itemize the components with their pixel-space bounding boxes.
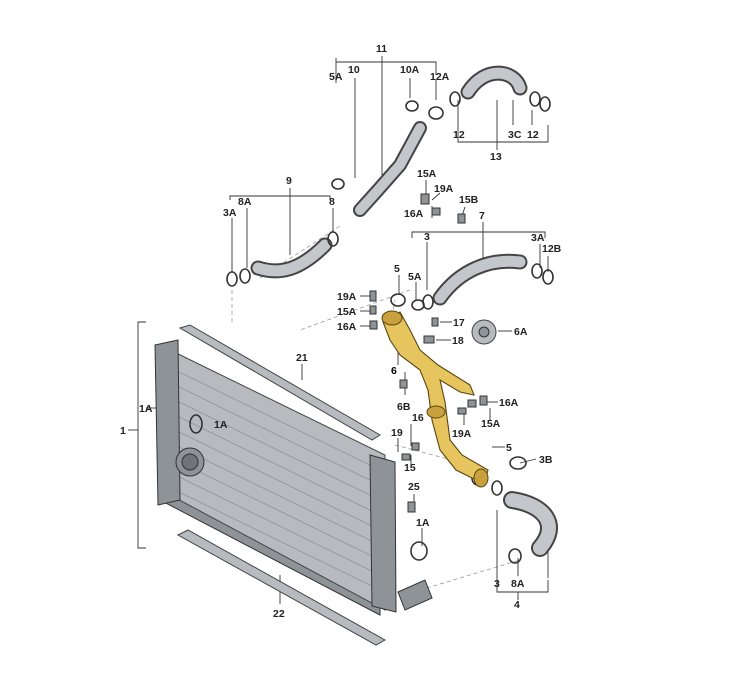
fasteners <box>189 193 488 561</box>
callout-3c: 3C <box>508 129 522 141</box>
callout-16: 16 <box>412 412 424 424</box>
callout-1a-lower: 1A <box>416 517 430 529</box>
callout-12-left: 12 <box>453 129 465 141</box>
callout-21: 21 <box>296 352 308 364</box>
callout-5-upper: 5 <box>394 263 400 275</box>
callout-1: 1 <box>120 425 126 437</box>
callout-3-bottom: 3 <box>494 578 500 590</box>
callout-9: 9 <box>286 175 292 187</box>
callout-22: 22 <box>273 608 285 620</box>
callout-19a-right: 19A <box>452 428 472 440</box>
hose-7[interactable] <box>390 253 554 311</box>
hose-4[interactable] <box>471 456 558 564</box>
callout-1a-left: 1A <box>139 403 153 415</box>
callout-12b: 12B <box>542 243 562 255</box>
callout-11: 11 <box>376 43 387 55</box>
callout-4: 4 <box>514 599 520 611</box>
callout-8a-left: 8A <box>238 196 252 208</box>
callout-7: 7 <box>479 210 485 222</box>
callout-12-right: 12 <box>527 129 539 141</box>
callout-19: 19 <box>391 427 403 439</box>
callout-15a-top: 15A <box>417 168 437 180</box>
callout-15a-right: 15A <box>481 418 501 430</box>
callout-1a-hole: 1A <box>214 419 228 431</box>
callout-3a-left: 3A <box>223 207 237 219</box>
upper-hose-13[interactable] <box>449 65 551 112</box>
callout-3b: 3B <box>539 454 553 466</box>
callout-16a-top: 16A <box>404 208 424 220</box>
callout-5-lower: 5 <box>506 442 512 454</box>
cap-6a[interactable] <box>471 319 497 345</box>
leader-lines <box>128 56 549 604</box>
callout-25: 25 <box>408 481 420 493</box>
callout-19a-left: 19A <box>337 291 357 303</box>
callout-6b: 6B <box>397 401 411 413</box>
callout-15a-left: 15A <box>337 306 357 318</box>
callout-labels: 11 5A 10 10A 12A 12 3C 12 13 9 8A 3A 8 1… <box>120 43 562 620</box>
callout-13: 13 <box>490 151 502 163</box>
pipe-11[interactable] <box>331 100 444 217</box>
bottom-cover-strip <box>176 529 387 646</box>
callout-8a-bottom: 8A <box>511 578 525 590</box>
charge-air-pipe-6[interactable] <box>381 310 489 488</box>
hose-9[interactable] <box>226 231 339 287</box>
callout-16a-left: 16A <box>337 321 357 333</box>
callout-16a-right: 16A <box>499 397 519 409</box>
callout-10a: 10A <box>400 64 420 76</box>
callout-8: 8 <box>329 196 335 208</box>
callout-3-top: 3 <box>424 231 430 243</box>
callout-3a-right: 3A <box>531 232 545 244</box>
intercooler-radiator[interactable] <box>154 324 433 646</box>
callout-6: 6 <box>391 365 397 377</box>
callout-18: 18 <box>452 335 464 347</box>
callout-6a: 6A <box>514 326 528 338</box>
callout-15: 15 <box>404 462 416 474</box>
callout-5a-top: 5A <box>329 71 343 83</box>
callout-12a: 12A <box>430 71 450 83</box>
callout-15b: 15B <box>459 194 479 206</box>
callout-10: 10 <box>348 64 360 76</box>
callout-5a-mid: 5A <box>408 271 422 283</box>
callout-19a-top: 19A <box>434 183 454 195</box>
top-cover-strip <box>178 324 381 441</box>
callout-17: 17 <box>453 317 465 329</box>
